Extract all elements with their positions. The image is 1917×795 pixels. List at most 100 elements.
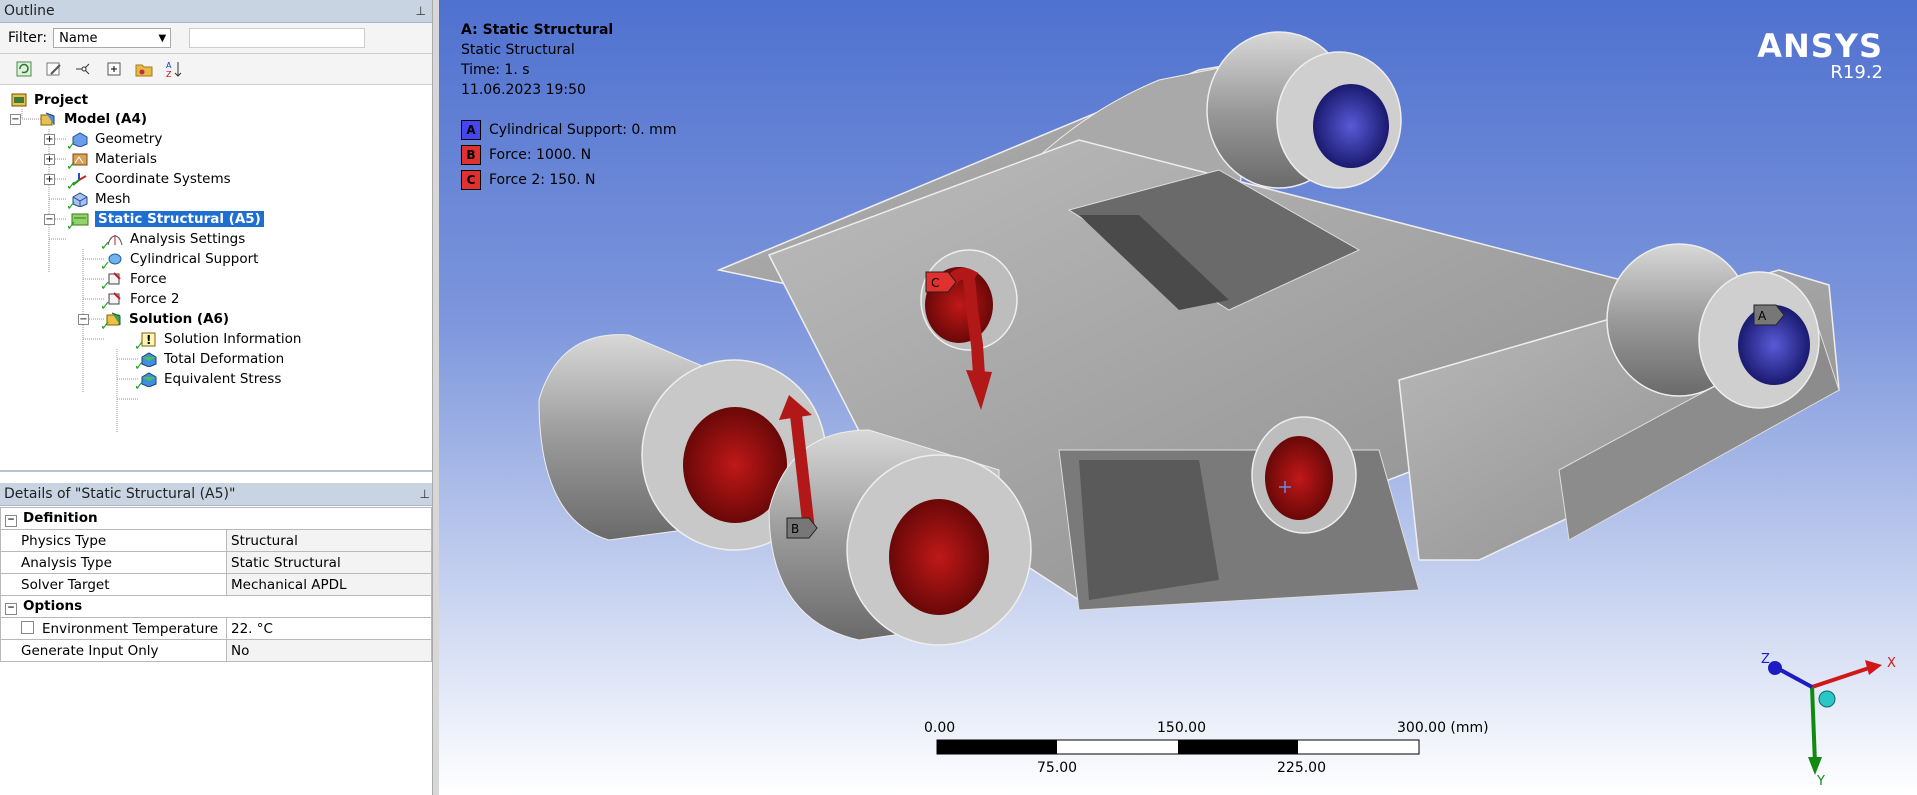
filter-bar: Filter: Name ▼ — [0, 23, 432, 54]
tree-structure-icon[interactable] — [74, 59, 94, 79]
outline-title-bar: Outline ⊥ — [0, 0, 432, 23]
tree-item-solution[interactable]: − Solution (A6) — [78, 309, 229, 329]
filter-combo[interactable]: Name ▼ — [53, 28, 172, 48]
details-value[interactable]: 22. °C — [226, 617, 432, 640]
tree-item-project[interactable]: Project — [10, 90, 88, 110]
marker-a[interactable]: A — [1753, 304, 1785, 326]
legend-label: Force 2: 150. N — [489, 172, 596, 188]
tree-item-static-structural[interactable]: − Static Structural (A5) — [44, 209, 265, 229]
group-options[interactable]: −Options — [0, 595, 432, 618]
details-value[interactable]: Static Structural — [226, 551, 432, 574]
static-structural-icon — [71, 211, 89, 227]
filter-value: Name — [59, 31, 98, 46]
details-value[interactable]: Mechanical APDL — [226, 573, 432, 596]
legend-box: B — [461, 145, 481, 165]
check-icon: ✓ — [100, 319, 111, 334]
svg-text:Z: Z — [166, 70, 172, 78]
details-row-solver-target[interactable]: Solver Target Mechanical APDL — [0, 573, 432, 596]
legend-letter: A — [466, 123, 476, 137]
svg-text:!: ! — [146, 333, 151, 347]
tree-item-force[interactable]: Force — [94, 269, 167, 289]
tree-label: Materials — [95, 151, 157, 167]
collapse-icon[interactable]: − — [44, 213, 55, 225]
info-icon: ! — [140, 331, 158, 347]
axis-triad[interactable]: X Y Z — [1747, 645, 1897, 785]
legend-label: Cylindrical Support: 0. mm — [489, 122, 677, 138]
legend-letter: B — [466, 148, 476, 162]
collapse-icon[interactable]: − — [5, 515, 17, 527]
legend-label: Force: 1000. N — [489, 147, 592, 163]
details-row-environment-temperature[interactable]: Environment Temperature 22. °C — [0, 617, 432, 640]
tree-item-force-2[interactable]: Force 2 — [94, 289, 179, 309]
details-row-analysis-type[interactable]: Analysis Type Static Structural — [0, 551, 432, 574]
brand-version: R19.2 — [1830, 62, 1883, 83]
marker-b[interactable]: B — [786, 517, 818, 539]
details-title-bar: Details of "Static Structural (A5)" ⊥ — [0, 483, 436, 506]
legend-item-b: B Force: 1000. N — [461, 145, 591, 165]
tree-item-materials[interactable]: + Materials — [44, 149, 157, 169]
filter-search-input[interactable] — [189, 28, 366, 48]
details-value[interactable]: Structural — [226, 529, 432, 552]
check-icon: ✓ — [66, 159, 77, 174]
tree-item-coordinate-systems[interactable]: + Coordinate Systems — [44, 169, 231, 189]
expand-icon[interactable]: + — [44, 173, 55, 185]
refresh-icon[interactable] — [14, 59, 34, 79]
details-key: Physics Type — [0, 529, 227, 552]
folder-icon[interactable] — [134, 59, 154, 79]
tree-item-equivalent-stress[interactable]: Equivalent Stress — [128, 369, 281, 389]
tree-item-mesh[interactable]: Mesh — [59, 189, 131, 209]
scale-label: 75.00 — [1037, 760, 1078, 776]
details-value[interactable]: No — [226, 639, 432, 662]
legend-item-c: C Force 2: 150. N — [461, 170, 596, 190]
pin-icon[interactable]: ⊥ — [415, 4, 426, 18]
panel-splitter[interactable] — [432, 0, 440, 795]
collapse-icon[interactable]: − — [5, 603, 17, 615]
result-header: A: Static Structural Static Structural T… — [461, 20, 613, 100]
tree-item-geometry[interactable]: + Geometry — [44, 129, 162, 149]
tree-item-model[interactable]: − Model (A4) — [10, 109, 147, 129]
scale-label: 225.00 — [1277, 760, 1326, 776]
force-icon — [106, 271, 124, 287]
expand-all-icon[interactable] — [104, 59, 124, 79]
legend-box: C — [461, 170, 481, 190]
result-icon — [140, 371, 158, 387]
marker-c[interactable]: C — [925, 271, 957, 293]
group-definition[interactable]: −Definition — [0, 507, 432, 530]
tree-item-solution-information[interactable]: ! Solution Information — [128, 329, 301, 349]
analysis-time: Time: 1. s — [461, 62, 530, 78]
graphics-viewport[interactable]: B C A A: Static Structural Static Struct… — [439, 0, 1917, 795]
tree-label: Solution (A6) — [129, 311, 230, 327]
parameter-checkbox[interactable] — [21, 620, 34, 634]
collapse-icon[interactable]: − — [78, 313, 89, 325]
tree-label: Force — [130, 271, 167, 287]
edit-icon[interactable] — [44, 59, 64, 79]
check-icon: ✓ — [134, 379, 145, 394]
tree-item-cylindrical-support[interactable]: Cylindrical Support — [94, 249, 258, 269]
analysis-date: 11.06.2023 19:50 — [461, 82, 586, 98]
load-hole-front — [889, 499, 989, 615]
model-icon — [40, 111, 58, 127]
check-icon: ✓ — [66, 139, 77, 154]
mesh-icon — [71, 191, 89, 207]
legend-box: A — [461, 120, 481, 140]
tree-item-total-deformation[interactable]: Total Deformation — [128, 349, 284, 369]
load-hole-right — [1265, 436, 1333, 520]
details-key: Analysis Type — [0, 551, 227, 574]
filter-label: Filter: — [8, 30, 48, 46]
collapse-icon[interactable]: − — [10, 113, 21, 125]
check-icon: ✓ — [134, 359, 145, 374]
tree-item-analysis-settings[interactable]: Analysis Settings — [94, 229, 245, 249]
details-row-physics-type[interactable]: Physics Type Structural — [0, 529, 432, 552]
pin-icon[interactable]: ⊥ — [419, 487, 430, 501]
materials-icon — [71, 151, 89, 167]
tree-label: Analysis Settings — [130, 231, 246, 247]
tree-label: Project — [34, 92, 89, 108]
expand-icon[interactable]: + — [44, 133, 55, 145]
details-row-generate-input-only[interactable]: Generate Input Only No — [0, 639, 432, 662]
expand-icon[interactable]: + — [44, 153, 55, 165]
details-key: Generate Input Only — [0, 639, 227, 662]
tree-label: Cylindrical Support — [130, 251, 259, 267]
force-icon — [106, 291, 124, 307]
